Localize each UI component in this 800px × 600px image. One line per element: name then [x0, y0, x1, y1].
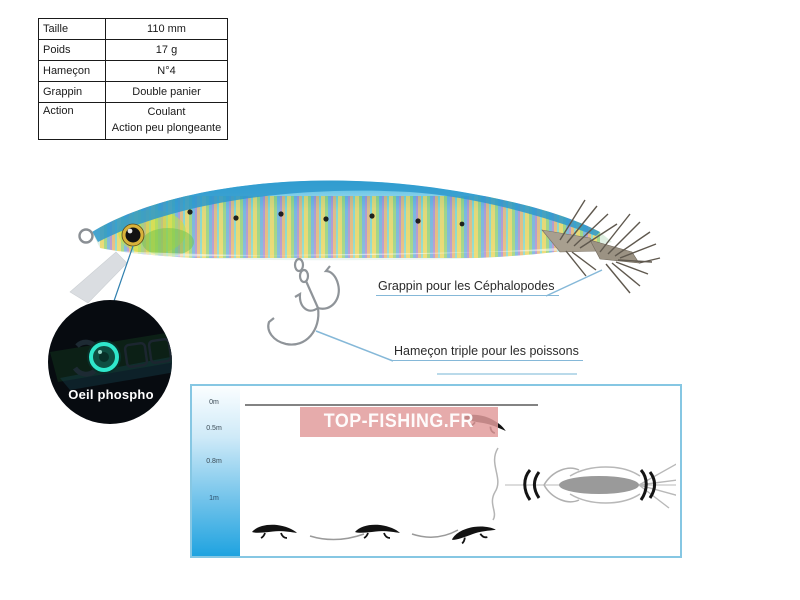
- swimming-sequence: [251, 520, 498, 547]
- nose-ring: [78, 228, 94, 244]
- watermark-band: TOP-FISHING.FR: [300, 407, 498, 437]
- squid-tentacles: [638, 463, 676, 509]
- spec-label-hamecon: Hameçon: [38, 60, 106, 82]
- spec-table: Taille 110 mm Poids 17 g Hameçon N°4 Gra…: [38, 18, 228, 140]
- table-row: Poids 17 g: [38, 39, 228, 61]
- spec-label-taille: Taille: [38, 18, 106, 40]
- lure-eye: [121, 223, 145, 247]
- action-line-1: Coulant: [147, 106, 186, 118]
- diving-action-diagram: 0m 0.5m 0.8m 1m: [190, 384, 682, 558]
- spec-value-poids: 17 g: [105, 39, 228, 61]
- diving-lip: [69, 251, 128, 304]
- action-line-2: Action peu plongeante: [111, 121, 222, 134]
- hamecon-callout-label: Hameçon triple pour les poissons: [392, 344, 583, 361]
- depth-label-3: 1m: [209, 495, 219, 502]
- spec-label-poids: Poids: [38, 39, 106, 61]
- treble-hook: [267, 257, 340, 346]
- depth-label-1: 0.5m: [206, 425, 222, 432]
- watermark-text: TOP-FISHING.FR: [323, 411, 475, 432]
- depth-label-0: 0m: [209, 399, 219, 406]
- squid-grappin: [541, 199, 661, 294]
- diagram-art: [245, 404, 676, 547]
- depth-label-2: 0.8m: [206, 458, 222, 465]
- phospho-inset-label: Oeil phospho: [68, 387, 154, 402]
- sink-path-line: [491, 447, 499, 521]
- squid-strike-scene: [505, 463, 676, 509]
- spec-value-grappin: Double panier: [105, 81, 228, 103]
- spec-value-hamecon: N°4: [105, 60, 228, 82]
- inset-connector-line: [113, 245, 134, 302]
- table-row: Taille 110 mm: [38, 18, 228, 40]
- body-spots: [187, 209, 465, 227]
- spec-label-action: Action: [38, 102, 106, 140]
- squid-body: [559, 476, 639, 494]
- spec-label-grappin: Grappin: [38, 81, 106, 103]
- depth-gradient-strip: [192, 386, 240, 556]
- spec-value-action: Coulant Action peu plongeante: [105, 102, 228, 140]
- faded-underline: [437, 373, 577, 375]
- table-row: Grappin Double panier: [38, 81, 228, 103]
- hook-marks: [523, 469, 656, 501]
- table-row: Hameçon N°4: [38, 60, 228, 82]
- table-row: Action Coulant Action peu plongeante: [38, 102, 228, 140]
- grappin-callout-label: Grappin pour les Céphalopodes: [376, 279, 559, 296]
- spec-value-taille: 110 mm: [105, 18, 228, 40]
- phospho-eye-glow: [87, 340, 121, 374]
